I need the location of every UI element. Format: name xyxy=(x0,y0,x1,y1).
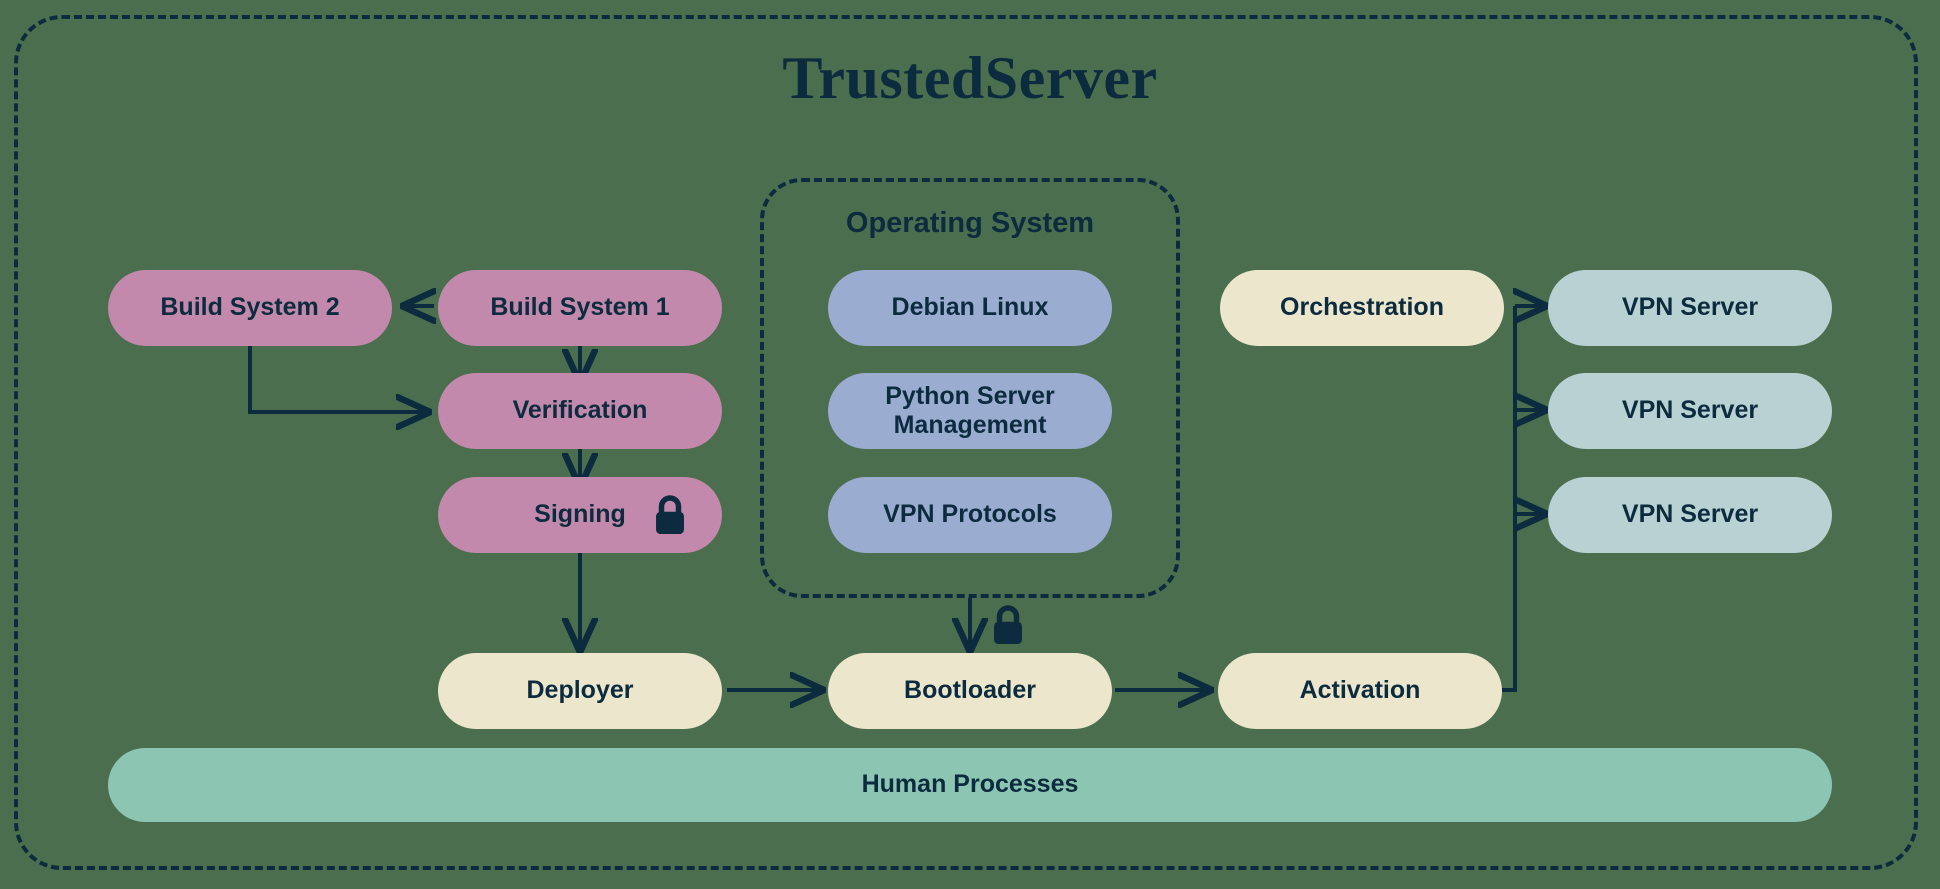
node-build-system-1[interactable]: Build System 1 xyxy=(438,270,722,346)
node-bootloader-label: Bootloader xyxy=(904,676,1036,705)
node-vpn-protocols-label: VPN Protocols xyxy=(883,500,1057,529)
group-operating-system-label: Operating System xyxy=(845,207,1095,239)
node-python-server-management[interactable]: Python Server Management xyxy=(828,373,1112,449)
node-vpn-server-1-label: VPN Server xyxy=(1621,293,1759,322)
node-vpn-server-3[interactable]: VPN Server xyxy=(1548,477,1832,553)
lock-icon-bootloader xyxy=(986,603,1030,654)
node-signing[interactable]: Signing xyxy=(438,477,722,553)
node-human-processes[interactable]: Human Processes xyxy=(108,748,1832,822)
node-build-system-2[interactable]: Build System 2 xyxy=(108,270,392,346)
node-bootloader[interactable]: Bootloader xyxy=(828,653,1112,729)
node-vpn-server-1[interactable]: VPN Server xyxy=(1548,270,1832,346)
node-vpn-protocols[interactable]: VPN Protocols xyxy=(828,477,1112,553)
node-deployer-label: Deployer xyxy=(526,676,634,705)
trusted-server-boundary xyxy=(14,15,1918,870)
node-deployer[interactable]: Deployer xyxy=(438,653,722,729)
node-verification-label: Verification xyxy=(512,396,648,425)
page-title: TrustedServer xyxy=(782,45,1158,111)
node-vpn-server-2[interactable]: VPN Server xyxy=(1548,373,1832,449)
group-operating-system xyxy=(760,178,1180,598)
node-activation[interactable]: Activation xyxy=(1218,653,1502,729)
lock-icon xyxy=(648,493,692,544)
node-signing-label: Signing xyxy=(534,500,626,529)
node-vpn-server-2-label: VPN Server xyxy=(1621,396,1759,425)
node-orchestration-label: Orchestration xyxy=(1280,293,1444,322)
node-vpn-server-3-label: VPN Server xyxy=(1621,500,1759,529)
node-orchestration[interactable]: Orchestration xyxy=(1220,270,1504,346)
node-activation-label: Activation xyxy=(1299,676,1421,705)
node-debian-linux-label: Debian Linux xyxy=(891,293,1049,322)
node-human-processes-label: Human Processes xyxy=(861,770,1079,799)
node-python-server-management-label: Python Server Management xyxy=(885,381,1055,440)
node-verification[interactable]: Verification xyxy=(438,373,722,449)
node-debian-linux[interactable]: Debian Linux xyxy=(828,270,1112,346)
node-build-system-1-label: Build System 1 xyxy=(490,293,670,322)
node-build-system-2-label: Build System 2 xyxy=(160,293,340,322)
